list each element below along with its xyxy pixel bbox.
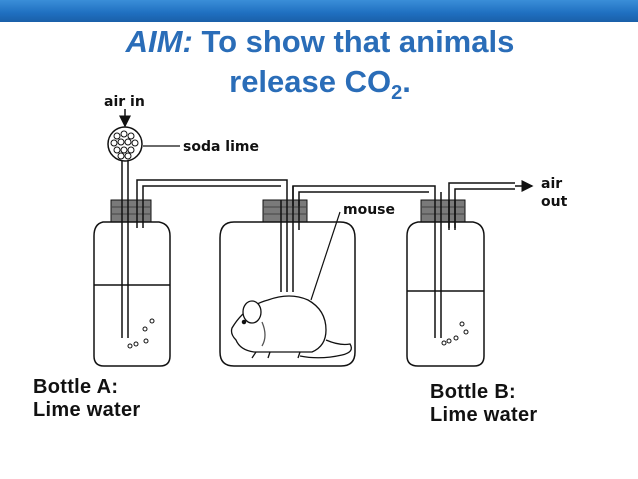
aim-subscript: 2 [391,82,403,105]
bottle-b-title: Bottle B: [430,381,517,403]
bottle-b-content: Lime water [430,404,538,426]
mouse-label: mouse [343,202,395,218]
mouse-pointer [310,211,341,301]
page-title: AIM: To show that animals release CO2. [60,22,580,113]
bottle-a-title: Bottle A: [33,376,119,398]
title-line-2: release CO2. [60,62,580,113]
bottle-a-content: Lime water [33,399,141,421]
soda-lime-label: soda lime [183,139,259,155]
bottle-b [406,199,485,367]
air-in-label: air in [104,94,145,110]
bottle-b-label: Bottle B: Lime water [430,381,537,427]
aim-text-line-2: release CO [229,64,392,99]
air-out-label-2: out [541,194,568,210]
soda-lime-bulb [107,126,143,162]
title-line-1: AIM: To show that animals [60,22,580,62]
air-out-label-1: air [541,176,562,192]
top-banner [0,0,638,22]
bottle-a [93,199,171,367]
mouse-figure [230,295,353,359]
outlet-tube [448,182,515,228]
aim-text-line-1: To show that animals [201,24,515,59]
aim-end: . [402,64,411,99]
aim-prefix: AIM: [125,24,193,59]
bottle-a-label: Bottle A: Lime water [33,376,140,422]
